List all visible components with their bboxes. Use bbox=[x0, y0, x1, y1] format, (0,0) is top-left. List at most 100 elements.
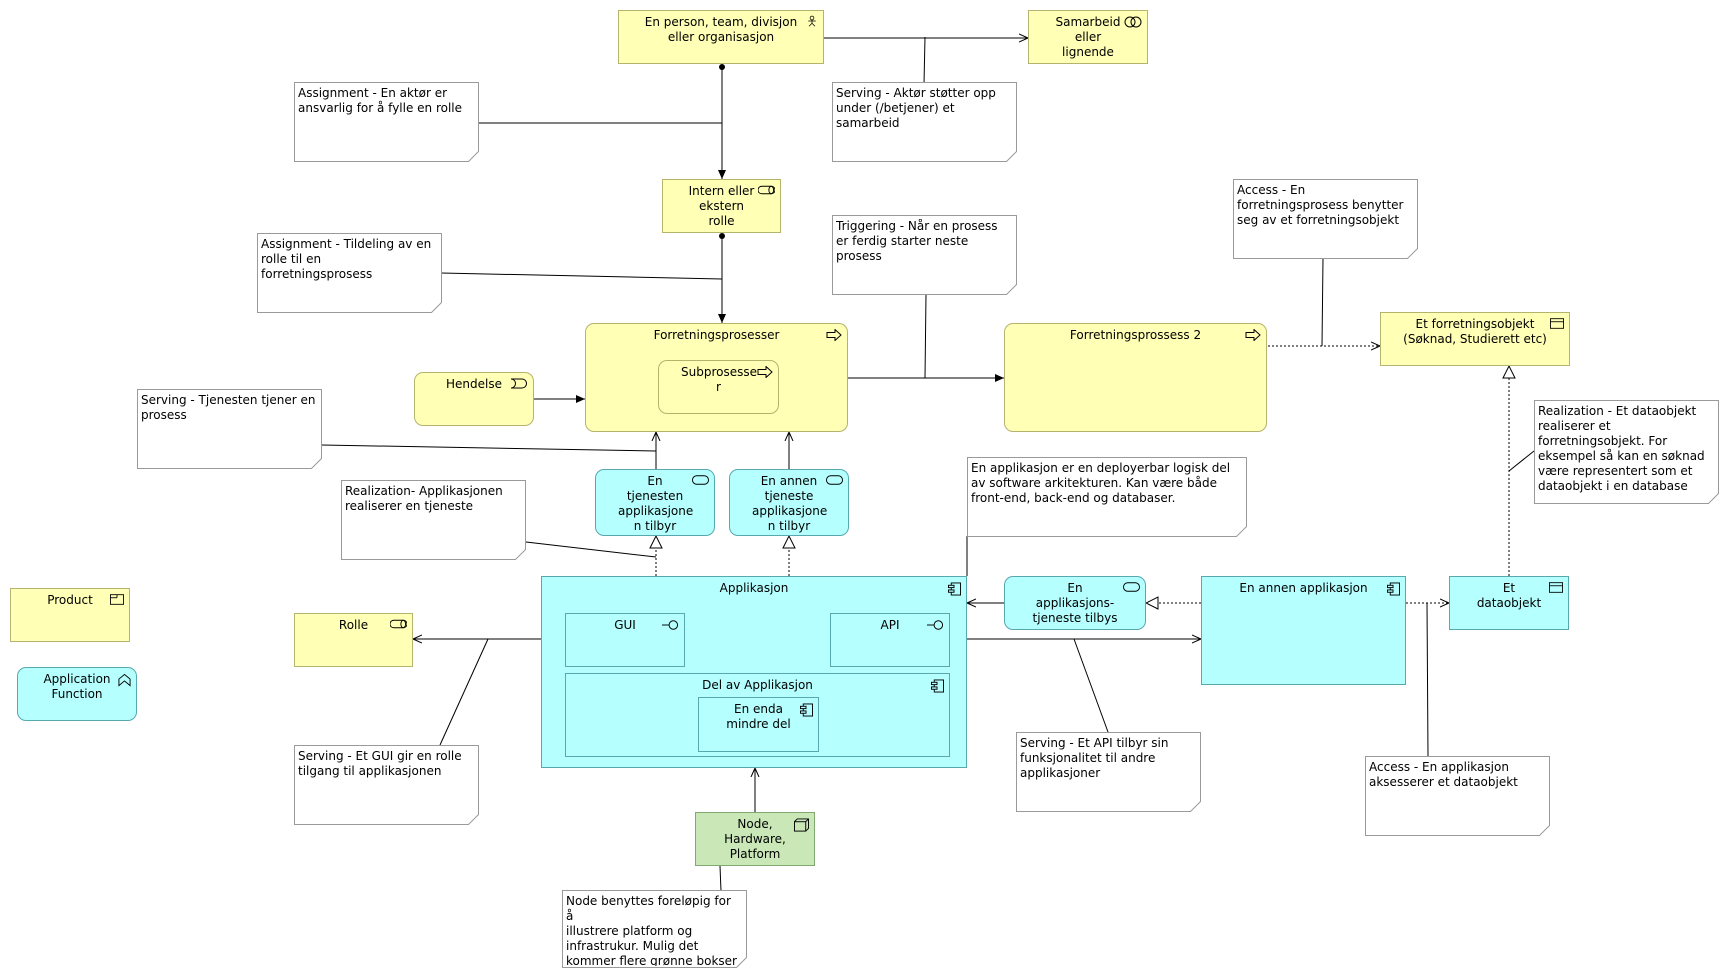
process2-arrow-icon bbox=[1245, 329, 1261, 341]
role-box[interactable]: Intern eller ekstern rolle bbox=[662, 179, 781, 233]
note-access-app-frame bbox=[1365, 756, 1550, 836]
note-realization-app[interactable]: Realization- Applikasjonen realiserer en… bbox=[341, 480, 526, 560]
actor-box[interactable]: En person, team, divisjon eller organisa… bbox=[618, 10, 824, 64]
note-access-business-text: Access - En forretningsprosess benytter … bbox=[1237, 183, 1404, 227]
node-label: Node, Hardware, Platform bbox=[724, 817, 786, 861]
collaboration-label: Samarbeid eller lignende bbox=[1055, 15, 1121, 59]
note-realization-data[interactable]: Realization - Et dataobjekt realiserer e… bbox=[1534, 400, 1719, 504]
note-serving-actor-text: Serving - Aktør støtter opp under (/betj… bbox=[836, 86, 996, 130]
collaboration-icon bbox=[1124, 16, 1142, 28]
note-link-access-app bbox=[1426, 602, 1429, 757]
note-serving-gui-frame bbox=[294, 745, 479, 825]
gui-interface-icon bbox=[662, 620, 679, 630]
app-part-component-icon bbox=[931, 679, 944, 693]
app-service1-icon bbox=[692, 475, 709, 485]
note-serving-service[interactable]: Serving - Tjenesten tjener en prosess bbox=[137, 389, 322, 469]
note-triggering[interactable]: Triggering - Når en prosess er ferdig st… bbox=[832, 215, 1017, 295]
collaboration-box[interactable]: Samarbeid eller lignende bbox=[1028, 10, 1148, 64]
gui-box[interactable]: GUI bbox=[565, 613, 685, 667]
subprocess-label: Subprosesse r bbox=[681, 365, 757, 394]
legend-app-function-box[interactable]: Application Function bbox=[17, 667, 137, 721]
app-part-small-label: En enda mindre del bbox=[726, 702, 791, 731]
product-icon bbox=[110, 594, 124, 605]
other-application-label: En annen applikasjon bbox=[1239, 581, 1368, 595]
process2-label: Forretningsprossess 2 bbox=[1069, 328, 1202, 342]
note-serving-gui-text: Serving - Et GUI gir en rolle tilgang ti… bbox=[298, 749, 462, 778]
api-interface-icon bbox=[927, 620, 944, 630]
note-link-node bbox=[719, 865, 722, 892]
note-node-frame bbox=[562, 890, 747, 968]
note-realization-app-frame bbox=[341, 480, 526, 560]
process-arrow-icon bbox=[826, 329, 842, 341]
note-serving-actor[interactable]: Serving - Aktør støtter opp under (/betj… bbox=[832, 82, 1017, 162]
note-triggering-frame bbox=[832, 215, 1017, 295]
process-label: Forretningsprosesser bbox=[653, 328, 780, 342]
note-application-def-frame bbox=[967, 457, 1247, 537]
other-application-box[interactable]: En annen applikasjon bbox=[1201, 576, 1406, 685]
legend-product-box[interactable]: Product bbox=[10, 588, 130, 642]
note-link-serving-service bbox=[321, 444, 657, 452]
legend-role-icon bbox=[390, 619, 407, 629]
note-connectors bbox=[321, 36, 1535, 892]
legend-role-box[interactable]: Rolle bbox=[294, 613, 413, 667]
note-serving-api[interactable]: Serving - Et API tilbyr sin funksjonalit… bbox=[1016, 732, 1201, 812]
note-realization-data-text: Realization - Et dataobjekt realiserer e… bbox=[1538, 404, 1705, 493]
data-object-box[interactable]: Et dataobjekt bbox=[1449, 576, 1569, 630]
app-service3-icon bbox=[1123, 582, 1140, 592]
note-serving-gui[interactable]: Serving - Et GUI gir en rolle tilgang ti… bbox=[294, 745, 479, 825]
note-link-realization-data bbox=[1508, 450, 1535, 472]
business-object-box[interactable]: Et forretningsobjekt (Søknad, Studierett… bbox=[1380, 312, 1570, 366]
note-assignment-role-frame bbox=[257, 233, 442, 313]
app-service3-label: En applikasjons- tjeneste tilbys bbox=[1032, 581, 1118, 625]
api-box[interactable]: API bbox=[830, 613, 950, 667]
legend-role-label: Rolle bbox=[338, 618, 369, 632]
note-link-access-business bbox=[1321, 257, 1324, 347]
note-link-serving-api bbox=[1073, 638, 1109, 733]
note-application-def-text: En applikasjon er en deployerbar logisk … bbox=[971, 461, 1231, 505]
legend-product-label: Product bbox=[47, 593, 93, 607]
process2-box[interactable]: Forretningsprossess 2 bbox=[1004, 323, 1267, 432]
note-access-app-text: Access - En applikasjon aksesserer et da… bbox=[1369, 760, 1518, 789]
gui-label: GUI bbox=[614, 618, 636, 632]
note-triggering-text: Triggering - Når en prosess er ferdig st… bbox=[836, 219, 998, 263]
note-link-realization-app bbox=[525, 541, 657, 558]
note-access-app[interactable]: Access - En applikasjon aksesserer et da… bbox=[1365, 756, 1550, 836]
app-service2-label: En annen tjeneste applikasjone n tilbyr bbox=[752, 474, 828, 533]
subprocess-box[interactable]: Subprosesse r bbox=[658, 360, 779, 414]
node-box[interactable]: Node, Hardware, Platform bbox=[695, 812, 815, 866]
note-assignment-actor-text: Assignment - En aktør er ansvarlig for å… bbox=[298, 86, 463, 115]
app-service1-box[interactable]: En tjenesten applikasjone n tilbyr bbox=[595, 469, 715, 536]
node-icon bbox=[794, 818, 809, 832]
note-assignment-actor-frame bbox=[294, 82, 479, 162]
note-serving-api-frame bbox=[1016, 732, 1201, 812]
note-access-business[interactable]: Access - En forretningsprosess benytter … bbox=[1233, 179, 1418, 259]
app-service2-box[interactable]: En annen tjeneste applikasjone n tilbyr bbox=[729, 469, 849, 536]
note-serving-service-frame bbox=[137, 389, 322, 469]
note-serving-service-text: Serving - Tjenesten tjener en prosess bbox=[141, 393, 316, 422]
note-link-triggering bbox=[924, 293, 927, 379]
function-chevron-icon bbox=[118, 673, 131, 687]
note-link-assignment-role bbox=[440, 272, 723, 280]
app-service1-label: En tjenesten applikasjone n tilbyr bbox=[618, 474, 694, 533]
app-part-small-box[interactable]: En enda mindre del bbox=[698, 697, 819, 752]
application-box[interactable]: Applikasjon GUI API Del av Applikasjon E… bbox=[541, 576, 967, 768]
process-box[interactable]: Forretningsprosesser Subprosesse r bbox=[585, 323, 848, 432]
note-realization-data-frame bbox=[1534, 400, 1719, 504]
note-application-def[interactable]: En applikasjon er en deployerbar logisk … bbox=[967, 457, 1247, 537]
note-link-serving-actor bbox=[923, 36, 926, 85]
application-label: Applikasjon bbox=[719, 581, 789, 595]
note-assignment-actor[interactable]: Assignment - En aktør er ansvarlig for å… bbox=[294, 82, 479, 162]
note-node[interactable]: Node benyttes foreløpig for å illustrere… bbox=[562, 890, 747, 968]
note-node-text: Node benyttes foreløpig for å illustrere… bbox=[566, 894, 737, 966]
role-icon bbox=[758, 185, 775, 195]
event-box[interactable]: Hendelse bbox=[414, 372, 534, 426]
note-serving-actor-frame bbox=[832, 82, 1017, 162]
data-object-icon bbox=[1549, 582, 1563, 593]
app-part-box[interactable]: Del av Applikasjon En enda mindre del bbox=[565, 673, 950, 757]
app-service2-icon bbox=[826, 475, 843, 485]
note-link-serving-gui bbox=[439, 638, 489, 746]
event-label: Hendelse bbox=[446, 377, 502, 391]
app-service3-box[interactable]: En applikasjons- tjeneste tilbys bbox=[1004, 576, 1146, 630]
app-part-small-component-icon bbox=[800, 703, 813, 717]
note-assignment-role[interactable]: Assignment - Tildeling av en rolle til e… bbox=[257, 233, 442, 313]
